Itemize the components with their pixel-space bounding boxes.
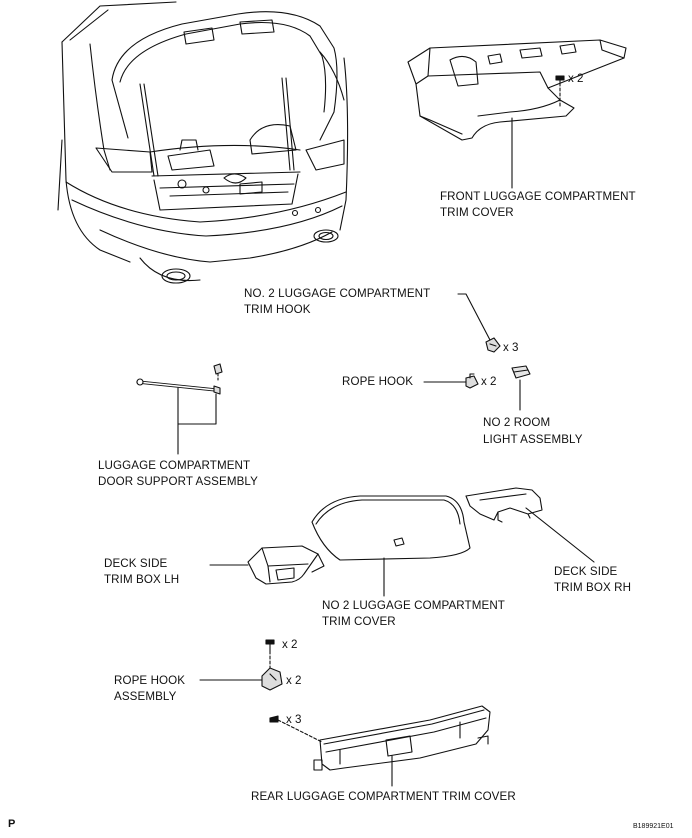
- figure-id: B189921E01: [633, 823, 674, 830]
- no2-cover-label-line1: NO 2 LUGGAGE COMPARTMENT: [322, 599, 505, 612]
- rear-clip-quantity: x 3: [286, 713, 302, 726]
- corner-mark: P: [8, 818, 16, 830]
- deck-lh-drawing: [247, 545, 325, 585]
- rope-hook-assy-quantity: x 2: [286, 674, 302, 687]
- deck-rh-leader: [525, 507, 595, 563]
- no2-hook-label-line1: NO. 2 LUGGAGE COMPARTMENT: [244, 287, 431, 300]
- rope-hook-assy-bolt: [265, 639, 275, 669]
- door-support-label-line1: LUGGAGE COMPARTMENT: [98, 459, 251, 472]
- rope-hook-part: [465, 373, 479, 389]
- deck-rh-drawing: [465, 487, 543, 523]
- front-trim-label-line2: TRIM COVER: [440, 206, 514, 219]
- deck-lh-label-line2: TRIM BOX LH: [104, 573, 180, 586]
- front-clip-quantity: x 2: [568, 72, 584, 85]
- room-light-label-line2: LIGHT ASSEMBLY: [483, 433, 583, 446]
- rope-hook-assy-label-line2: ASSEMBLY: [114, 690, 177, 703]
- no2-trim-cover-drawing: [311, 495, 471, 561]
- vehicle-rear-illustration: [57, 1, 349, 284]
- front-trim-clip: [555, 75, 565, 109]
- no2-cover-label-line2: TRIM COVER: [322, 615, 396, 628]
- front-trim-label-line1: FRONT LUGGAGE COMPARTMENT: [440, 190, 636, 203]
- rope-hook-quantity: x 2: [481, 375, 497, 388]
- no2-trim-hook-part: [485, 337, 501, 353]
- deck-rh-label-line1: DECK SIDE: [554, 565, 618, 578]
- rear-trim-label: REAR LUGGAGE COMPARTMENT TRIM COVER: [251, 790, 516, 803]
- rear-trim-cover-drawing: [313, 705, 491, 771]
- room-light-label-line1: NO 2 ROOM: [483, 416, 551, 429]
- no2-hook-label-line2: TRIM HOOK: [244, 303, 311, 316]
- no2-hook-quantity: x 3: [503, 341, 519, 354]
- no2-hook-leader: [457, 293, 491, 341]
- deck-rh-label-line2: TRIM BOX RH: [554, 581, 632, 594]
- door-support-part: [136, 363, 223, 395]
- rear-clip: [269, 715, 323, 743]
- front-trim-cover-drawing: [407, 39, 627, 141]
- deck-lh-label-line1: DECK SIDE: [104, 557, 168, 570]
- assy-bolt-quantity: x 2: [282, 638, 298, 651]
- rope-hook-label: ROPE HOOK: [342, 375, 414, 388]
- rope-hook-assy-part: [261, 667, 283, 691]
- rope-hook-assy-label-line1: ROPE HOOK: [114, 674, 186, 687]
- door-support-bracket-leader: [177, 387, 217, 425]
- room-light-part: [511, 365, 531, 379]
- door-support-label-line2: DOOR SUPPORT ASSEMBLY: [98, 475, 258, 488]
